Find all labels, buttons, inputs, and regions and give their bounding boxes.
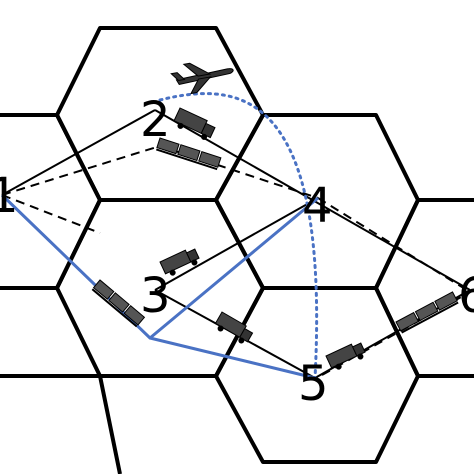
node-4-label: 4 [302, 178, 333, 234]
node-6-label: 6 [458, 268, 474, 324]
vehicle-icons [91, 62, 459, 370]
train-icon [395, 291, 459, 334]
hex-cell-far-right [374, 198, 474, 378]
node-2-label: 2 [140, 92, 171, 148]
airplane-icon [170, 62, 234, 95]
truck-icon [325, 342, 366, 370]
node-labels: 1 2 3 4 5 6 [0, 92, 474, 412]
highlighted-route [0, 193, 319, 380]
edge-1-4-rail [1, 194, 101, 234]
node-3-label: 3 [140, 268, 171, 324]
highlight-route-hub-5 [149, 336, 316, 380]
truck-icon [159, 248, 200, 276]
hex-grid [0, 26, 474, 474]
edge-3-4-road [154, 197, 319, 291]
truck-icon [173, 107, 216, 140]
edge-2-4-rail [159, 145, 319, 199]
edge-4-6-rail [317, 197, 471, 293]
edge-2-5-air [158, 92, 319, 380]
node-1-label: 1 [0, 168, 19, 224]
edge-1-2-road [1, 109, 156, 196]
train-icon [91, 279, 146, 328]
truck-icon [214, 311, 254, 344]
node-5-label: 5 [298, 356, 329, 412]
train-icon [155, 137, 222, 171]
hex-cell-bottom-left-edge [0, 374, 122, 474]
edge-1-2-rail [1, 145, 161, 196]
